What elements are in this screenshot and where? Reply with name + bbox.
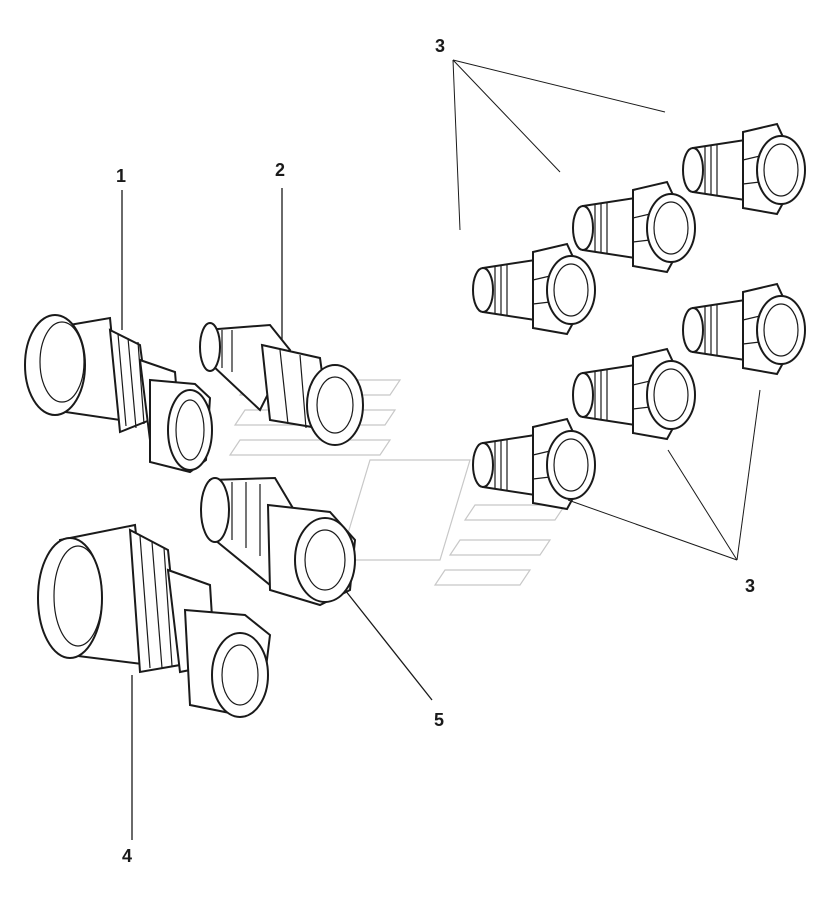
part-3-fitting-c [472, 243, 596, 335]
callout-3-top: 3 [435, 36, 445, 56]
part-3-fitting-a [682, 123, 806, 215]
callout-2: 2 [275, 160, 285, 180]
part-3-fitting-b [572, 181, 696, 273]
part-3-fitting-e [572, 348, 696, 440]
leader-lines [121, 59, 761, 840]
callout-4: 4 [122, 846, 132, 866]
callout-3-bottom: 3 [745, 576, 755, 596]
part-5-coupling [200, 476, 357, 607]
callout-1: 1 [116, 166, 126, 186]
part-4-coupling [37, 523, 272, 718]
part-3-fitting-f [472, 418, 596, 510]
part-1-coupling [24, 314, 213, 474]
part-2-coupling [199, 322, 364, 446]
part-3-fitting-d [682, 283, 806, 375]
callout-5: 5 [434, 710, 444, 730]
